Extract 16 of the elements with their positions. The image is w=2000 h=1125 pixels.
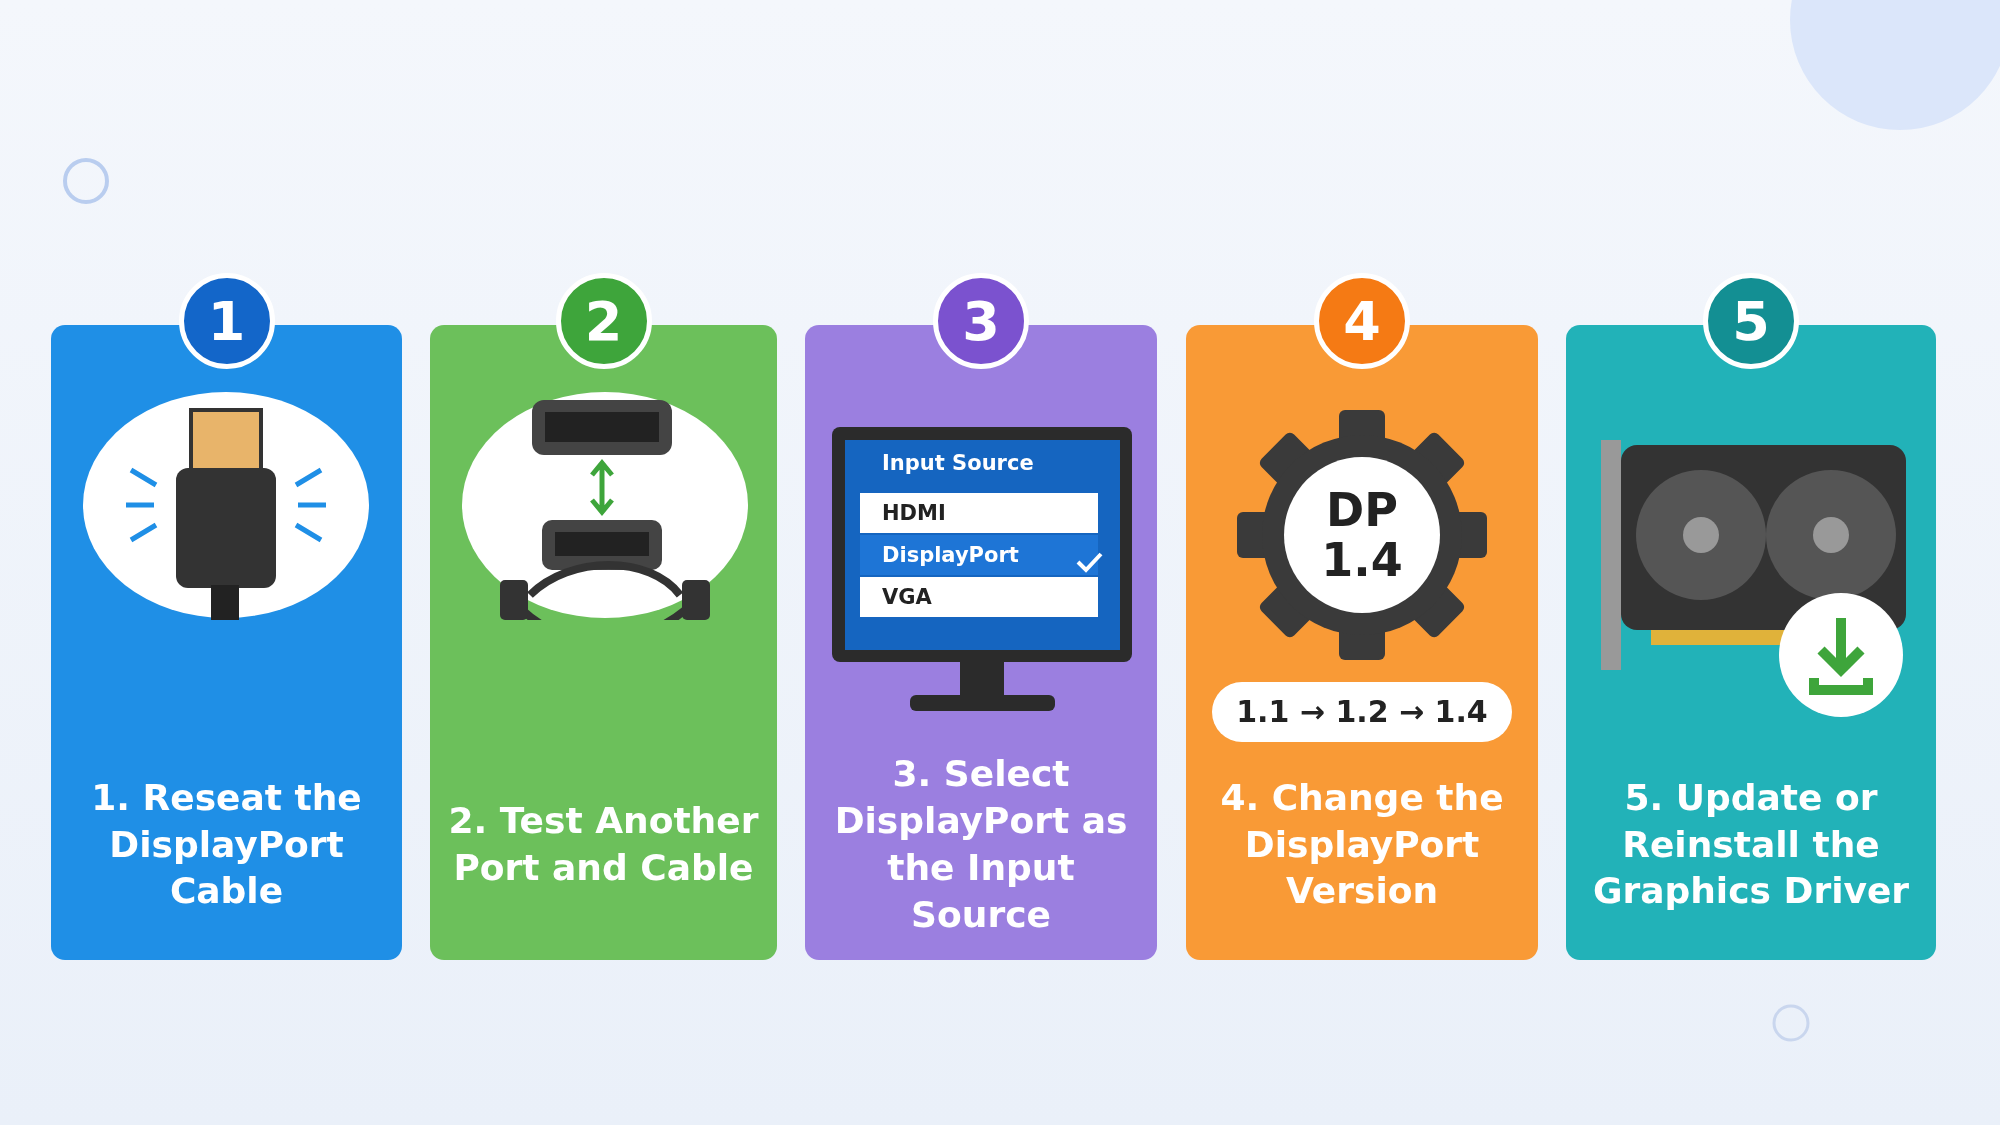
gear-label: DP 1.4 (1320, 485, 1404, 585)
step-title: 2. Test Another Port and Cable (447, 799, 760, 890)
step-title: 3. Select DisplayPort as the Input Source (833, 760, 1129, 930)
step-title: 4. Change the DisplayPort Version (1219, 775, 1505, 914)
menu-option: HDMI (860, 493, 1098, 533)
menu-option: DisplayPort (860, 535, 1098, 575)
step-number-badge: 1 (178, 273, 275, 369)
step-number-badge: 2 (555, 273, 652, 369)
step-number-badge: 4 (1314, 273, 1410, 369)
step-title: 1. Reseat the DisplayPort Cable (90, 775, 363, 914)
menu-option: VGA (860, 577, 1098, 617)
step-number-badge: 5 (1703, 273, 1799, 369)
step-number-badge: 3 (933, 273, 1029, 369)
menu-heading: Input Source (881, 450, 1034, 477)
version-pill: 1.1 → 1.2 → 1.4 (1212, 682, 1512, 742)
step-title: 5. Update or Reinstall the Graphics Driver (1591, 775, 1911, 914)
